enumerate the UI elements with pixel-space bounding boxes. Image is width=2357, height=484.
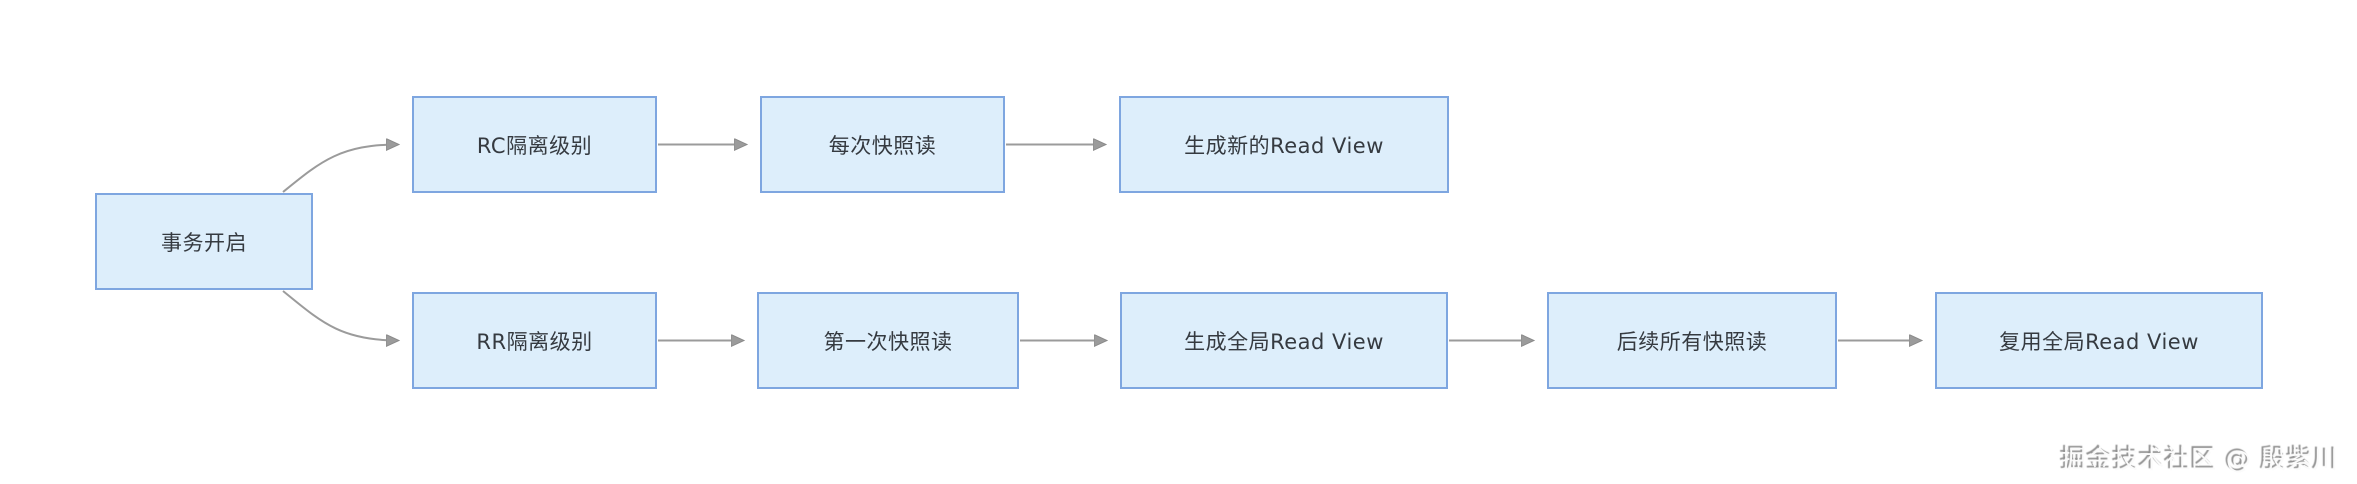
node-label: RC隔离级别 bbox=[476, 133, 593, 158]
node-label: 后续所有快照读 bbox=[1616, 329, 1768, 354]
edge-start-to-rc-level bbox=[282, 145, 398, 193]
node-label: 生成全局Read View bbox=[1184, 329, 1384, 354]
node-label: 每次快照读 bbox=[828, 133, 937, 158]
node-label: RR隔离级别 bbox=[476, 329, 593, 354]
node-label: 复用全局Read View bbox=[1999, 329, 2199, 354]
node-rc-every-snapshot-read: 每次快照读 bbox=[760, 96, 1005, 193]
node-rr-subsequent-snapshot-reads: 后续所有快照读 bbox=[1547, 292, 1837, 389]
node-rc-isolation-level: RC隔离级别 bbox=[412, 96, 657, 193]
node-rr-isolation-level: RR隔离级别 bbox=[412, 292, 657, 389]
node-label: 事务开启 bbox=[161, 230, 247, 255]
node-transaction-start: 事务开启 bbox=[95, 193, 313, 290]
node-rr-first-snapshot-read: 第一次快照读 bbox=[757, 292, 1019, 389]
node-label: 第一次快照读 bbox=[823, 329, 953, 354]
node-rr-reuse-global-read-view: 复用全局Read View bbox=[1935, 292, 2263, 389]
node-rr-generate-global-read-view: 生成全局Read View bbox=[1120, 292, 1448, 389]
node-rc-generate-new-read-view: 生成新的Read View bbox=[1119, 96, 1449, 193]
edge-start-to-rr-level bbox=[282, 290, 398, 341]
node-label: 生成新的Read View bbox=[1184, 133, 1384, 158]
watermark: 掘金技术社区 @ 殷紫川 bbox=[2061, 445, 2339, 474]
